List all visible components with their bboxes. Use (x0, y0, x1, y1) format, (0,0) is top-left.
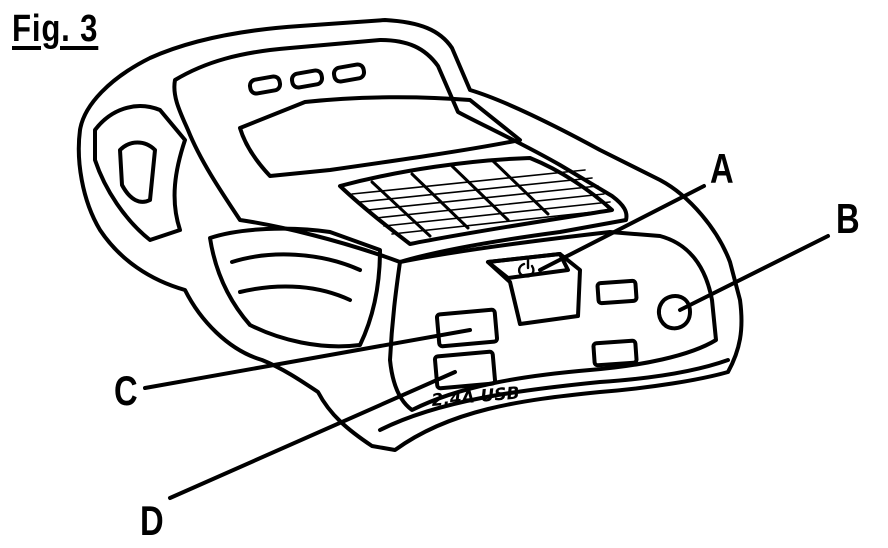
left-grip-inner (118, 140, 157, 204)
left-bumper (208, 226, 382, 349)
front-face (388, 230, 718, 412)
left-bumper-edge (230, 252, 362, 272)
callout-b: B (836, 195, 860, 242)
usb-port-c[interactable] (434, 307, 500, 349)
top-slot (331, 62, 367, 84)
small-port-lower (591, 338, 639, 368)
leader-line-d (168, 370, 457, 500)
callout-c: C (114, 367, 138, 414)
left-grip (93, 104, 187, 242)
usb-port-d[interactable] (432, 349, 498, 391)
top-face (172, 38, 629, 264)
leader-line-a (538, 184, 706, 272)
left-bumper-edge (238, 284, 352, 302)
power-button-face (486, 252, 570, 280)
leader-lines (143, 184, 830, 500)
figure-title: Fig. 3 (12, 8, 99, 50)
callout-a: A (710, 145, 734, 192)
power-icon (517, 258, 535, 278)
front-bottom-lip (378, 358, 730, 432)
top-panel (238, 95, 522, 178)
dc-jack[interactable] (657, 294, 692, 331)
device-outline (76, 18, 744, 452)
callout-d: D (140, 497, 164, 544)
leader-line-b (678, 234, 830, 312)
leader-line-c (143, 328, 472, 390)
top-slot (289, 68, 325, 90)
small-port-upper (595, 278, 639, 306)
top-slot (247, 74, 283, 96)
vent-hatching (351, 169, 613, 235)
